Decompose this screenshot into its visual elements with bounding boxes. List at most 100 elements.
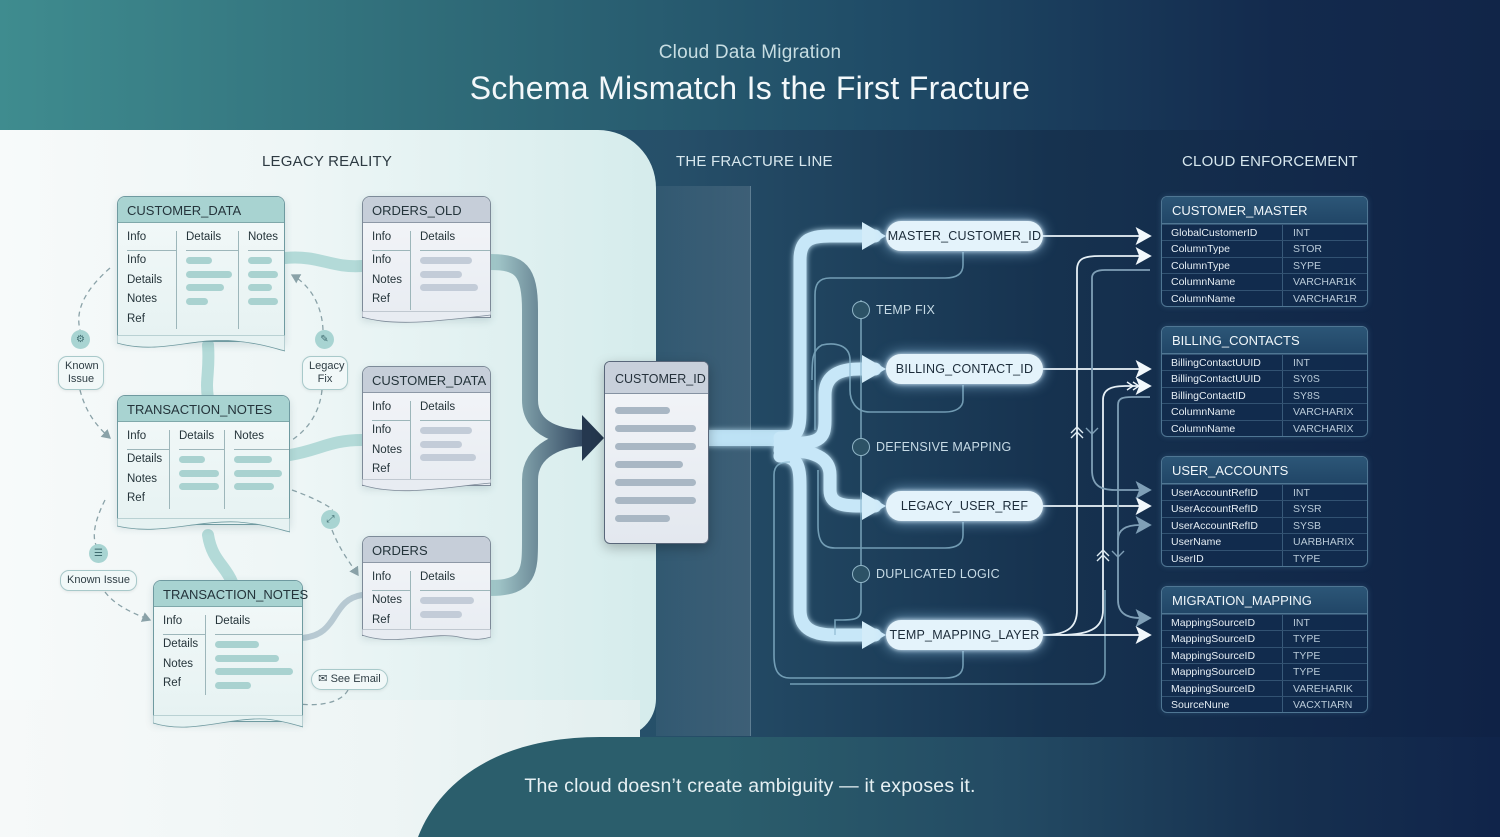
arrowhead-temp-mapping	[862, 621, 886, 649]
envelope-icon: ✉	[318, 673, 331, 685]
target-temp-mapping-layer[interactable]: TEMP_MAPPING_LAYER	[886, 620, 1043, 650]
row-label: Ref	[372, 463, 390, 475]
row-label: Notes	[127, 472, 158, 485]
page-title: Schema Mismatch Is the First Fracture	[469, 70, 1031, 106]
value-placeholder	[186, 270, 232, 278]
legacy-table-transaction-notes-2[interactable]: TRANSACTION_NOTES Info Details Notes Ref…	[153, 580, 308, 722]
column-type: VACXTIARN	[1293, 698, 1353, 711]
row-label: Notes	[372, 273, 403, 286]
value-placeholder	[615, 407, 670, 414]
marker-dot	[852, 565, 870, 583]
marker-dot	[852, 438, 870, 456]
arrow-orders-flow	[482, 430, 598, 596]
table-title: TRANSACTION_NOTES	[118, 396, 289, 422]
column-type: UARBHARIX	[1293, 536, 1355, 549]
chevron-icons	[1070, 381, 1141, 562]
legacy-table-orders-old[interactable]: ORDERS_OLD Info Info Notes Ref Details	[362, 196, 491, 318]
footer-tagline: The cloud doesn’t create ambiguity — it …	[524, 775, 976, 797]
table-title: BILLING_CONTACTS	[1162, 327, 1367, 354]
column-header: Details	[420, 231, 490, 251]
marker-defensive-mapping: DEFENSIVE MAPPING	[852, 438, 1012, 456]
column-header: Info	[372, 231, 410, 251]
triple-chevron-icon	[1126, 381, 1141, 391]
flow-to-legacy-user-ref	[773, 443, 882, 513]
known-issue-note[interactable]: Known Issue	[58, 356, 104, 390]
torn-edge	[362, 479, 491, 499]
value-placeholder	[179, 456, 205, 463]
value-placeholder	[420, 610, 462, 618]
value-placeholder	[615, 425, 696, 432]
row-label: Ref	[372, 613, 390, 626]
column-name: UserName	[1162, 534, 1283, 550]
flow-arrowheads	[862, 222, 886, 649]
section-label-fracture: THE FRACTURE LINE	[676, 153, 833, 170]
connector-transaction-transaction2	[202, 529, 238, 588]
central-table-customer-id[interactable]: CUSTOMER_ID	[604, 361, 709, 544]
arrowhead-master	[862, 222, 886, 250]
column-header: Details	[215, 615, 302, 635]
row-label: Notes	[127, 293, 158, 305]
value-placeholder	[186, 297, 208, 305]
column-name: BillingContactUUID	[1162, 355, 1283, 371]
chevron-up-icon	[1096, 549, 1110, 562]
table-title: TRANSACTION_NOTES	[154, 581, 308, 607]
row-label: Ref	[127, 492, 145, 504]
target-master-customer-id[interactable]: MASTER_CUSTOMER_ID	[886, 221, 1043, 251]
torn-edge	[117, 518, 290, 538]
row-label: Details	[163, 638, 199, 650]
table-title: CUSTOMER_DATA	[118, 197, 284, 223]
marker-label: DEFENSIVE MAPPING	[876, 440, 1012, 454]
column-name: MappingSourceID	[1162, 615, 1283, 631]
output-arrows	[1042, 227, 1150, 644]
chevron-down-icon	[1085, 427, 1099, 435]
known-issue-note-2[interactable]: Known Issue	[60, 570, 137, 591]
column-type: INT	[1293, 487, 1310, 499]
dashed-annotations	[78, 267, 359, 706]
row-label: Details	[127, 453, 163, 465]
value-placeholder	[215, 641, 259, 648]
row-label: Info	[372, 254, 392, 266]
value-placeholder	[420, 597, 474, 604]
marker-dot	[852, 301, 870, 319]
legacy-table-customer-data[interactable]: CUSTOMER_DATA Info Info Details Notes Re…	[117, 196, 285, 342]
marker-label: DUPLICATED LOGIC	[876, 567, 1000, 581]
value-placeholder	[615, 515, 670, 522]
flow-to-billing-contact-id	[773, 362, 882, 451]
torn-edge	[362, 311, 491, 331]
legacy-fix-note[interactable]: Legacy Fix	[302, 356, 348, 390]
value-placeholder	[179, 469, 219, 477]
legacy-table-orders[interactable]: ORDERS Info Notes Ref Details	[362, 536, 491, 636]
legacy-table-transaction-notes[interactable]: TRANSACTION_NOTES Info Details Notes Ref…	[117, 395, 290, 525]
value-placeholder	[615, 443, 696, 450]
arrow-orders-old-flow	[482, 254, 598, 446]
target-billing-contact-id[interactable]: BILLING_CONTACT_ID	[886, 354, 1043, 384]
column-header: Info	[127, 430, 169, 450]
torn-edge	[117, 335, 285, 355]
legacy-table-customer-data-2[interactable]: CUSTOMER_DATA Info Info Notes Ref Detail…	[362, 366, 491, 486]
column-name: BillingContactID	[1162, 387, 1283, 404]
row-label: Ref	[372, 293, 390, 305]
see-email-note[interactable]: ✉ See Email	[311, 669, 388, 690]
connector-customer-orders	[279, 251, 368, 273]
column-type: SYSB	[1293, 519, 1322, 532]
column-type: TYPE	[1293, 552, 1321, 565]
target-legacy-user-ref[interactable]: LEGACY_USER_REF	[886, 491, 1043, 521]
column-name: ColumnName	[1162, 404, 1283, 420]
